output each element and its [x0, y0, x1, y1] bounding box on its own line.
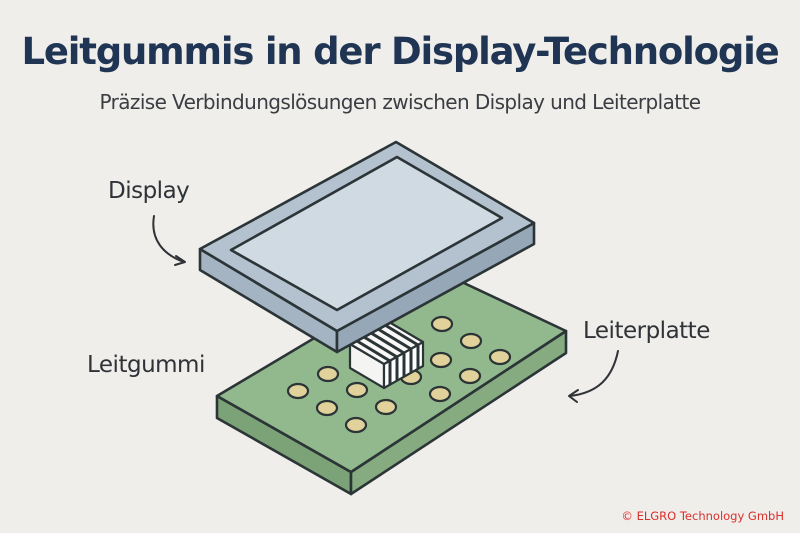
label-leiterplatte: Leiterplatte [583, 318, 710, 344]
pad-icon [458, 367, 482, 385]
copyright-notice: © ELGRO Technology GmbH [621, 509, 784, 523]
pad-icon [344, 416, 368, 434]
pad-icon [316, 365, 340, 383]
leiterplatte-arrow-icon [568, 350, 619, 403]
pad-icon [374, 398, 398, 416]
display-arrow-icon [152, 215, 186, 266]
label-leitgummi: Leitgummi [87, 352, 205, 378]
page-title: Leitgummis in der Display-Technologie [21, 30, 779, 73]
label-display: Display [108, 178, 190, 204]
pad-icon [428, 385, 452, 403]
display-screen [229, 155, 504, 312]
pad-icon [345, 381, 369, 399]
display-panel-icon [198, 140, 536, 354]
pad-icon [430, 315, 454, 333]
pad-icon [286, 382, 310, 400]
pad-icon [429, 351, 453, 369]
pad-icon [459, 332, 483, 350]
pad-icon [315, 399, 339, 417]
pad-icon [488, 348, 512, 366]
page-subtitle: Präzise Verbindungslösungen zwischen Dis… [99, 90, 702, 114]
